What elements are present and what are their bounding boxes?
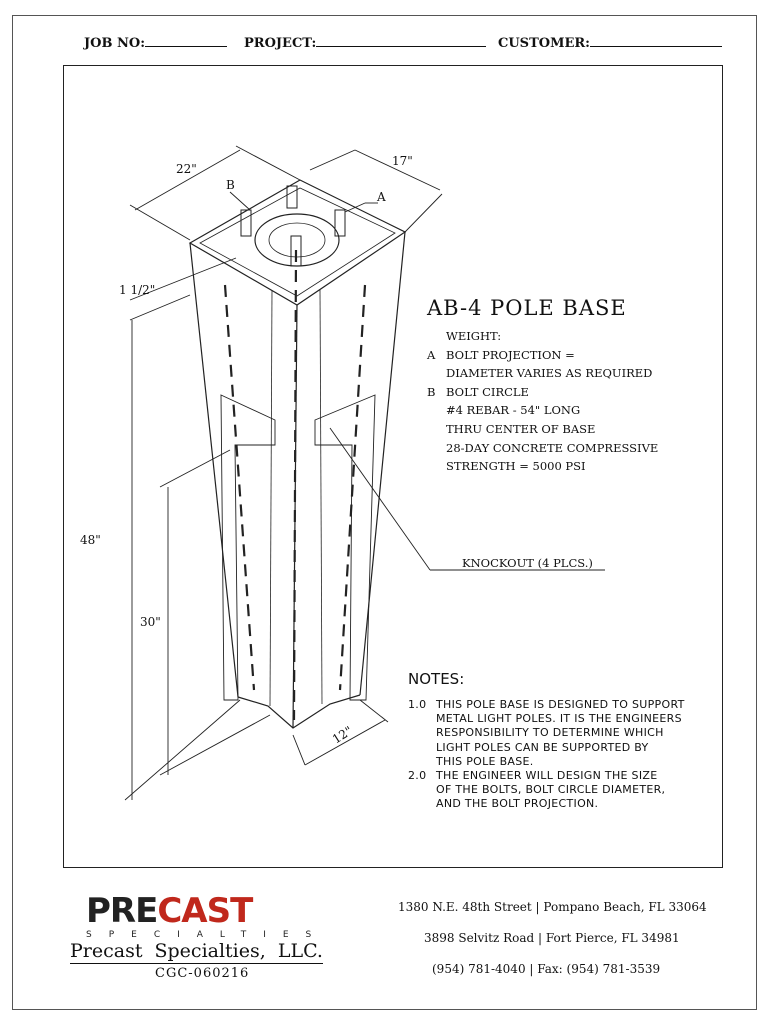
note-text: THIS POLE BASE. [436, 754, 534, 768]
project-label: PROJECT: [244, 36, 317, 51]
spec-line: DIAMETER VARIES AS REQUIRED [427, 364, 658, 383]
drawing-title: AB-4 POLE BASE [427, 296, 627, 320]
note-text: AND THE BOLT PROJECTION. [436, 797, 599, 811]
anchor-bolts [240, 185, 346, 267]
spec-text: WEIGHT: [446, 329, 502, 343]
note-text: THIS POLE BASE IS DESIGNED TO SUPPORT [436, 698, 685, 711]
note-text: METAL LIGHT POLES. IT IS THE ENGINEERS [436, 712, 682, 726]
spec-key: A [427, 347, 436, 362]
notes-list: 1.0 THIS POLE BASE IS DESIGNED TO SUPPORT… [408, 698, 685, 812]
dimension-lines [124, 145, 605, 801]
bolt-icon [290, 235, 302, 267]
note-text: LIGHT POLES CAN BE SUPPORTED BY [436, 740, 649, 754]
address-pompano: 1380 N.E. 48th Street | Pompano Beach, F… [398, 900, 707, 914]
company-name: Precast Specialties, LLC. [70, 940, 323, 964]
job-no-blank [145, 36, 227, 47]
notes-heading: NOTES: [408, 670, 465, 688]
spec-line: #4 REBAR - 54" LONG [427, 401, 658, 420]
spec-line: B BOLT CIRCLE [427, 383, 658, 402]
knockout-right [314, 394, 376, 701]
spec-key: B [427, 384, 436, 399]
spec-list: WEIGHT: A BOLT PROJECTION = DIAMETER VARI… [427, 327, 658, 476]
spec-text: 28-DAY CONCRETE COMPRESSIVE [446, 440, 659, 455]
note-line: 1.0 THIS POLE BASE IS DESIGNED TO SUPPORT [408, 698, 685, 712]
dim-48: 48" [80, 533, 101, 547]
page-border [12, 15, 757, 1010]
spec-text: THRU CENTER OF BASE [446, 421, 596, 436]
customer-label: CUSTOMER: [498, 36, 590, 51]
precast-logo: PRECAST SPECIALTIES [86, 894, 326, 940]
bolt-icon [240, 209, 252, 237]
project-field: PROJECT: [244, 36, 487, 51]
note-line: METAL LIGHT POLES. IT IS THE ENGINEERS [408, 712, 685, 726]
note-line: AND THE BOLT PROJECTION. [408, 797, 685, 811]
note-line: 2.0 THE ENGINEER WILL DESIGN THE SIZE [408, 769, 685, 783]
note-text: THE ENGINEER WILL DESIGN THE SIZE [436, 769, 658, 783]
dim-30: 30" [140, 615, 161, 629]
logo-cast: CAST [157, 891, 253, 931]
spec-text: DIAMETER VARIES AS REQUIRED [446, 366, 653, 381]
drawing-frame [63, 65, 723, 868]
label-a: A [377, 190, 386, 204]
job-no-field: JOB NO: [84, 36, 227, 51]
note-key: 1.0 [408, 698, 427, 711]
note-line: RESPONSIBILITY TO DETERMINE WHICH [408, 726, 685, 740]
project-blank [316, 36, 487, 47]
pole-top-inner [199, 187, 396, 297]
note-text: OF THE BOLTS, BOLT CIRCLE DIAMETER, [436, 783, 666, 797]
bolt-icon [286, 185, 298, 209]
spec-line: A BOLT PROJECTION = [427, 346, 658, 365]
spec-line: 28-DAY CONCRETE COMPRESSIVE [427, 439, 658, 458]
bolt-icon [334, 209, 346, 237]
job-no-label: JOB NO: [84, 36, 145, 51]
customer-field: CUSTOMER: [498, 36, 722, 51]
spec-text: BOLT PROJECTION = [446, 347, 575, 362]
spec-text: #4 REBAR - 54" LONG [446, 403, 581, 418]
address-fort-pierce: 3898 Selvitz Road | Fort Pierce, FL 3498… [424, 931, 680, 945]
spec-text: STRENGTH = 5000 PSI [446, 459, 586, 474]
rebar-lines [223, 249, 367, 721]
dim-22: 22" [176, 162, 197, 176]
note-key: 2.0 [408, 769, 427, 783]
spec-text: BOLT CIRCLE [446, 384, 529, 399]
dim-17: 17" [392, 154, 413, 168]
note-line: LIGHT POLES CAN BE SUPPORTED BY [408, 741, 685, 755]
note-text: RESPONSIBILITY TO DETERMINE WHICH [436, 726, 664, 740]
license-number: CGC-060216 [155, 966, 250, 981]
spec-line: THRU CENTER OF BASE [427, 420, 658, 439]
spec-line: STRENGTH = 5000 PSI [427, 457, 658, 476]
knockout-callout: KNOCKOUT (4 PLCS.) [462, 556, 593, 570]
logo-wordmark: PRECAST [86, 894, 326, 928]
label-b: B [226, 178, 235, 192]
dim-chamfer: 1 1/2" [119, 283, 156, 297]
knockout-left [220, 394, 276, 701]
customer-blank [589, 36, 722, 47]
note-line: OF THE BOLTS, BOLT CIRCLE DIAMETER, [408, 783, 685, 797]
phone-fax: (954) 781-4040 | Fax: (954) 781-3539 [432, 962, 661, 976]
logo-pre: PRE [86, 891, 158, 931]
logo-subtitle: SPECIALTIES [86, 930, 329, 940]
note-line: THIS POLE BASE. [408, 755, 685, 769]
pole-right-edge [359, 231, 406, 696]
spec-line: WEIGHT: [427, 327, 658, 346]
pole-left-edge [189, 242, 239, 698]
